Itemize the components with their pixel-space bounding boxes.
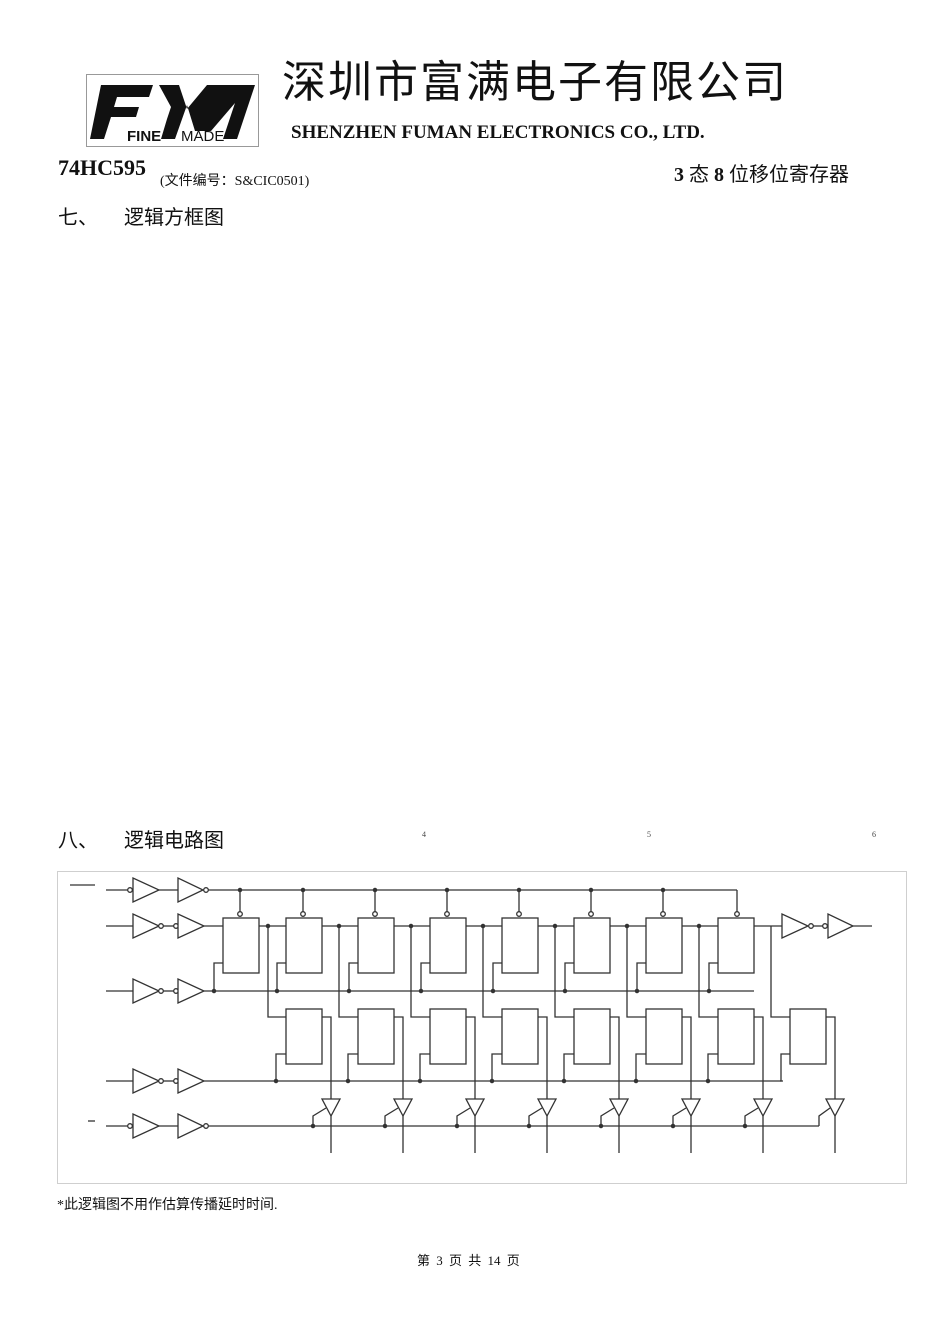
shift-register-stages — [211, 887, 790, 1018]
tick-label: 6 — [872, 830, 876, 839]
tick-label: 4 — [422, 830, 426, 839]
company-name-en: SHENZHEN FUMAN ELECTRONICS CO., LTD. — [291, 122, 705, 143]
logic-circuit-diagram — [57, 871, 907, 1184]
tick-label: 5 — [647, 830, 651, 839]
page-footer: 第 3 页 共 14 页 — [417, 1253, 520, 1268]
company-logo: FINE MADE — [86, 74, 259, 147]
section-number: 七、 — [58, 207, 98, 229]
storage-latches — [273, 1008, 846, 1153]
subtitle-text-1: 态 — [684, 164, 714, 186]
section-heading-logic-block-diagram: 七、 逻辑方框图 — [58, 201, 224, 230]
logo-brand-bold: FINE — [127, 128, 161, 145]
section-title: 逻辑电路图 — [124, 830, 224, 852]
part-number: 74HC595 — [58, 155, 146, 180]
section-heading-logic-circuit-diagram: 八、 逻辑电路图 — [58, 824, 224, 853]
section-title: 逻辑方框图 — [124, 207, 224, 229]
company-name-cn: 深圳市富满电子有限公司 — [282, 58, 788, 107]
diagram-note: *此逻辑图不用作估算传播延时时间. — [57, 1198, 278, 1213]
subtitle-bit-count: 8 — [714, 164, 724, 186]
section-number: 八、 — [58, 830, 98, 852]
doc-number: (文件编号：S&CIC0501) — [160, 174, 310, 189]
subtitle-text-2: 位移位寄存器 — [724, 164, 849, 186]
logo-brand-light: MADE — [181, 128, 224, 145]
circuit-schematic — [70, 876, 872, 1153]
fm-logo-icon: FINE MADE — [90, 85, 255, 145]
subtitle-state-count: 3 — [674, 164, 684, 186]
document-subtitle: 3 态 8 位移位寄存器 — [674, 158, 849, 187]
